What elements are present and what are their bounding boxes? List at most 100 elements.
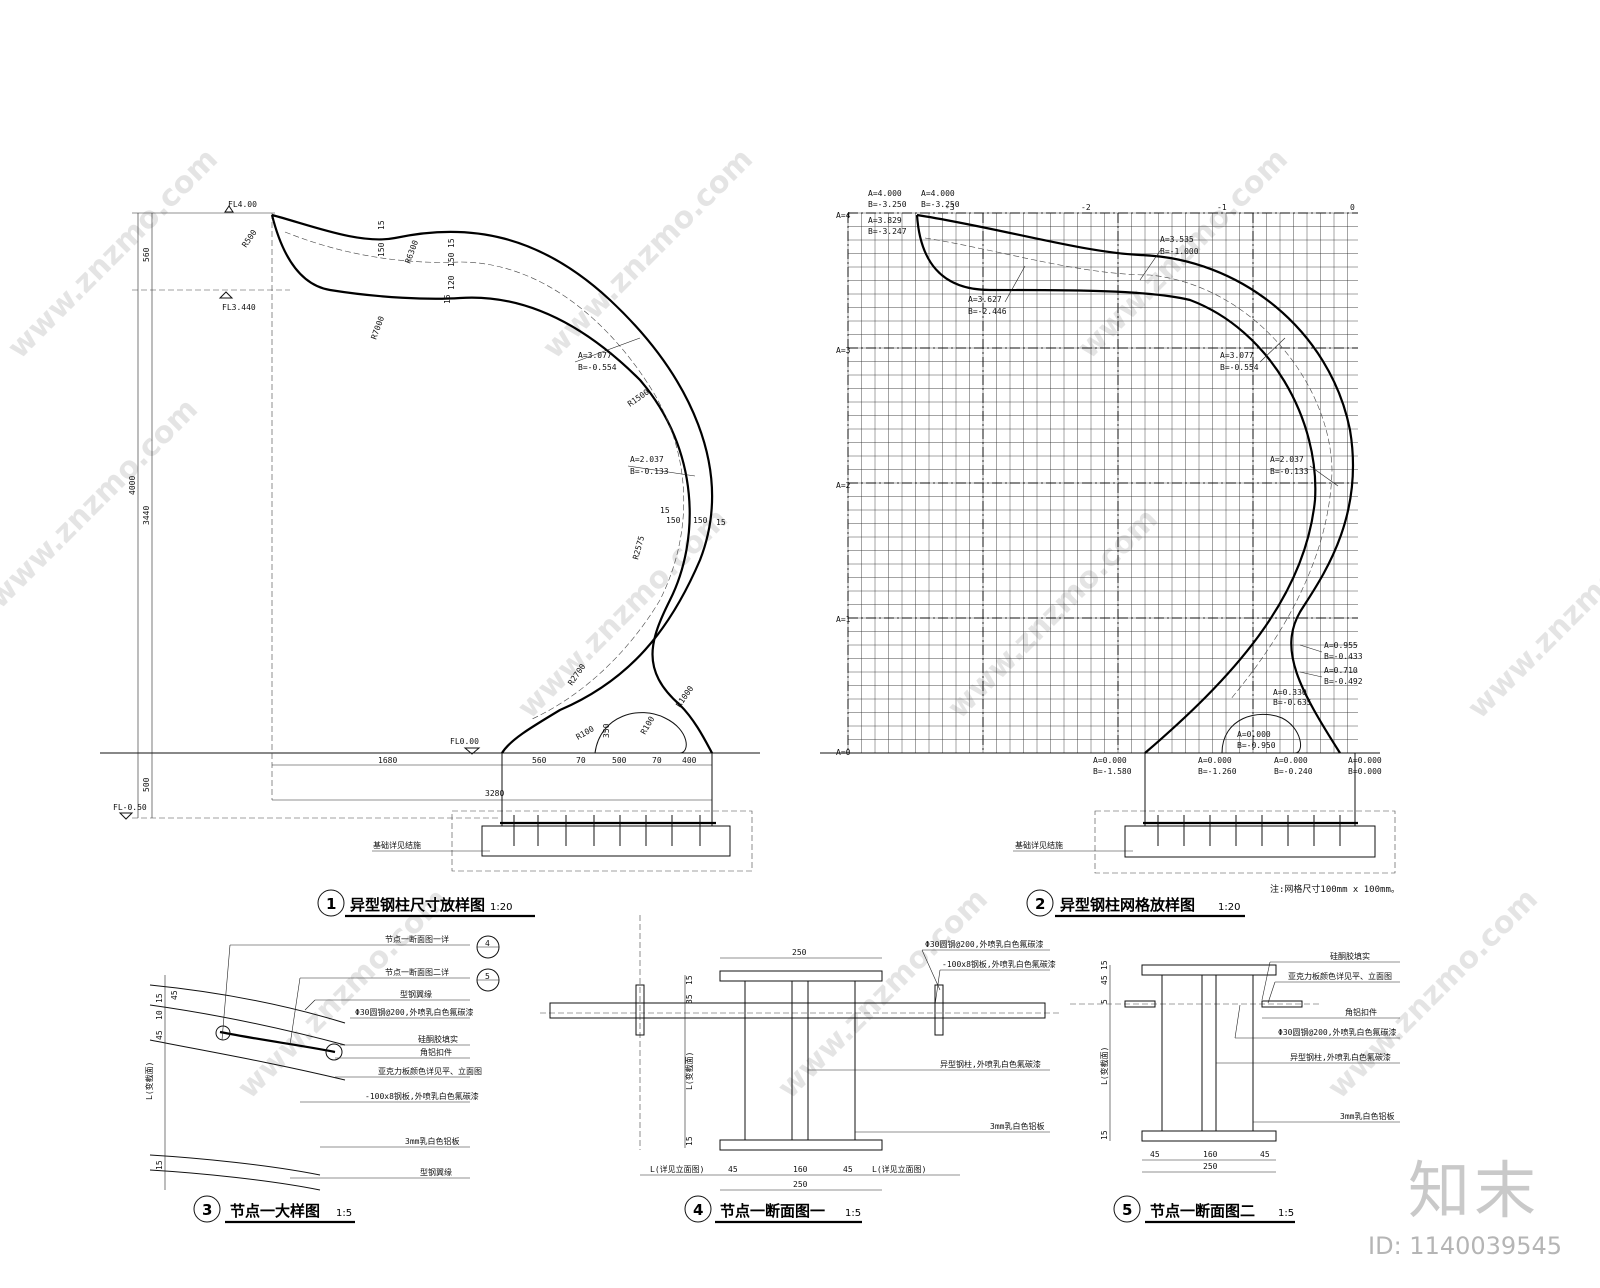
radius-label: R1500	[626, 387, 651, 408]
level-label: FL-0.50	[113, 803, 147, 812]
drawing-title: 节点一断面图一	[720, 1202, 825, 1220]
radius-label: R2575	[631, 535, 646, 561]
coord-a: A=0.710	[1324, 666, 1358, 675]
coord-b: B=-2.446	[968, 307, 1007, 316]
reference-number: 4	[485, 939, 490, 948]
radius-label: R100	[575, 724, 596, 742]
coord-a: A=3.627	[968, 295, 1002, 304]
anchor-bolts	[513, 815, 701, 846]
thickness-label: 15	[377, 220, 386, 230]
dim-text: 10	[155, 1010, 164, 1020]
coord-a: A=3.535	[1160, 235, 1194, 244]
brand-logo-text: 知末	[1407, 1154, 1540, 1227]
callout-text: Φ30圆钢@200,外喷乳白色氟碳漆	[1278, 1027, 1397, 1037]
dim-text: 1680	[378, 756, 397, 765]
round-bar	[325, 1043, 343, 1061]
bottom-flange	[719, 1139, 883, 1151]
thickness-label: 150	[666, 516, 681, 525]
foundation-outline	[451, 810, 753, 872]
dim-text: 15	[155, 993, 164, 1003]
drawing-5-section-two: 45 15 5 L(变截面) 15 45 160 45 250 硅酮胶填实 亚克…	[1070, 951, 1400, 1224]
thickness-label: 150	[693, 516, 708, 525]
foundation-block	[1124, 825, 1376, 858]
watermark-text: www.znzmo.com	[511, 502, 735, 726]
leader-line	[1299, 671, 1323, 678]
dim-text: L(变截面)	[684, 1052, 694, 1090]
callout-text: Φ30圆钢@200,外喷乳白色氟碳漆	[925, 939, 1044, 949]
thickness-label: 120	[447, 275, 456, 290]
coord-b: B=-3.250	[921, 200, 960, 209]
coord-b: B=-0.433	[1324, 652, 1363, 661]
column-inner-curve	[915, 214, 1317, 754]
foundation-block	[481, 825, 731, 857]
coord-a: A=2.037	[630, 455, 664, 464]
coord-a: A=3.077	[578, 351, 612, 360]
dim-text: 45	[843, 1165, 853, 1174]
dim-text: 160	[793, 1165, 808, 1174]
dim-text: 15	[155, 1160, 164, 1170]
thickness-label: 150	[377, 242, 386, 257]
round-bar	[934, 984, 944, 1036]
coord-a: A=4.000	[868, 189, 902, 198]
coord-a: A=0.000	[1348, 756, 1382, 765]
callout-text: Φ30圆钢@200,外喷乳白色氟碳漆	[355, 1007, 474, 1017]
grid-col-label: -1	[1217, 203, 1227, 212]
coord-b: B=-0.635	[1273, 698, 1312, 707]
callout-text: 角铝扣件	[1345, 1007, 1377, 1017]
callout-text: 型钢翼缘	[420, 1167, 452, 1177]
coord-b: B=-0.133	[630, 467, 669, 476]
dim-text: 160	[1203, 1150, 1218, 1159]
anchor-bolts	[1157, 815, 1341, 846]
radius-label: R1000	[674, 684, 695, 709]
acrylic-panel	[1124, 1000, 1156, 1008]
drawing-number-circle	[1026, 889, 1054, 917]
watermark-text: www.znzmo.com	[536, 142, 760, 366]
callout-text: 3mm乳白色铝板	[1340, 1111, 1394, 1121]
dim-text: 560	[532, 756, 547, 765]
column-base-opening	[1221, 713, 1302, 754]
dim-text: 250	[792, 948, 807, 957]
grid-row-label: A=4	[836, 211, 851, 220]
dim-text: 15	[1100, 1130, 1109, 1140]
callout-text: -100x8钢板,外喷乳白色氟碳漆	[365, 1091, 479, 1101]
callout-text: 异型钢柱,外喷乳白色氟碳漆	[1290, 1052, 1391, 1062]
dim-text: 45	[170, 990, 179, 1000]
leader-line	[1299, 644, 1323, 653]
thickness-label: 15	[443, 294, 452, 304]
dim-text: 45	[728, 1165, 738, 1174]
dim-text: 45	[1100, 975, 1109, 985]
callout-text: 亚克力板颜色详见平、立面图	[378, 1066, 482, 1076]
drawing-scale: 1:5	[1278, 1208, 1294, 1219]
thickness-label: 150	[447, 252, 456, 267]
radius-label: R6300	[403, 239, 420, 265]
coord-b: B=-0.950	[1237, 741, 1276, 750]
dim-text: 15	[1100, 960, 1109, 970]
callout-text: 3mm乳白色铝板	[405, 1136, 459, 1146]
coord-a: A=2.037	[1270, 455, 1304, 464]
leader-line	[574, 337, 641, 363]
coord-a: A=0.955	[1324, 641, 1358, 650]
dim-text: 250	[793, 1180, 808, 1189]
profile-outer	[149, 984, 346, 1024]
dim-text: 3280	[485, 789, 504, 798]
foundation-outline	[1094, 810, 1396, 874]
top-flange	[719, 970, 883, 982]
column-inner-curve	[270, 214, 713, 754]
callout-leaders	[808, 949, 1050, 1133]
dim-text: 35	[685, 994, 694, 1004]
thickness-label: 15	[447, 238, 456, 248]
leader-line	[1259, 337, 1286, 363]
drawing-number-circle	[317, 889, 345, 917]
web	[1201, 974, 1217, 1132]
coord-a: A=3.829	[868, 216, 902, 225]
drawing-scale: 1:20	[490, 902, 512, 913]
level-label: FL3.440	[222, 303, 256, 312]
dim-text: L(变截面)	[1099, 1047, 1109, 1085]
level-marker	[463, 747, 481, 755]
reference-number: 5	[485, 972, 490, 981]
coord-a: A=0.000	[1093, 756, 1127, 765]
column-outer-curve	[916, 213, 1355, 754]
coord-a: A=0.330	[1273, 688, 1307, 697]
column-outer-curve	[271, 213, 714, 754]
